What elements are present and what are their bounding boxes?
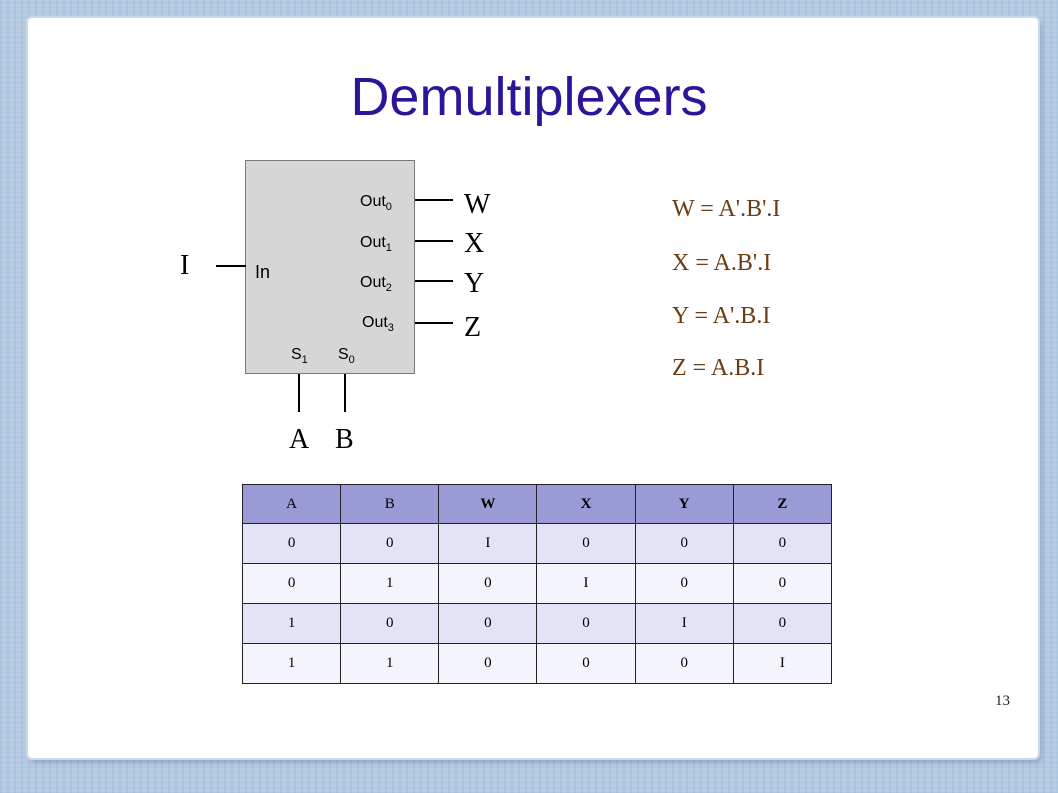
table-cell: I — [438, 523, 538, 564]
equation-y: Y = A'.B.I — [672, 303, 771, 329]
output-label-1: Out1 — [360, 234, 392, 255]
table-cell: 0 — [438, 603, 538, 644]
table-cell: 0 — [438, 643, 538, 684]
equation-x: X = A.B'.I — [672, 250, 772, 276]
table-cell: 1 — [340, 563, 440, 604]
table-row: 1 1 0 0 0 I — [241, 643, 833, 684]
output-pin-0 — [415, 199, 453, 201]
output-label-2: Out2 — [360, 274, 392, 295]
select-label-1: S1 — [291, 346, 308, 367]
table-cell: 0 — [634, 643, 734, 684]
demux-block: Out0 Out1 Out2 Out3 In S1 S0 — [245, 160, 415, 374]
table-cell: 0 — [438, 563, 538, 604]
signal-output-w: W — [464, 189, 491, 220]
output-label-0: Out0 — [360, 193, 392, 214]
signal-output-y: Y — [464, 268, 485, 299]
table-cell: 1 — [340, 643, 440, 684]
select-label-0: S0 — [338, 346, 355, 367]
table-cell: 0 — [536, 603, 636, 644]
table-cell: 1 — [241, 643, 342, 684]
table-cell: 0 — [732, 523, 833, 564]
equation-w: W = A'.B'.I — [672, 196, 781, 222]
slide-title: Demultiplexers — [350, 67, 708, 127]
signal-output-x: X — [464, 228, 485, 259]
table-header: A — [241, 484, 342, 524]
select-pin-0 — [344, 374, 346, 412]
table-cell: I — [732, 643, 833, 684]
table-cell: 0 — [536, 523, 636, 564]
table-header: X — [536, 484, 636, 524]
table-cell: 0 — [732, 563, 833, 604]
table-cell: 0 — [241, 523, 342, 564]
table-header: Z — [732, 484, 833, 524]
select-pin-1 — [298, 374, 300, 412]
signal-input: I — [180, 250, 190, 281]
signal-output-z: Z — [464, 312, 482, 343]
table-row: 0 0 I 0 0 0 — [241, 523, 833, 564]
input-pin — [216, 265, 246, 267]
signal-select-b: B — [335, 424, 354, 455]
table-header: W — [438, 484, 538, 524]
page-number: 13 — [995, 693, 1010, 709]
table-cell: 0 — [634, 523, 734, 564]
table-cell: I — [536, 563, 636, 604]
table-header: B — [340, 484, 440, 524]
table-cell: 0 — [241, 563, 342, 604]
output-pin-1 — [415, 240, 453, 242]
input-label: In — [255, 262, 271, 282]
table-row: 1 0 0 0 I 0 — [241, 603, 833, 644]
truth-table: A B W X Y Z 0 0 I 0 0 0 0 1 0 I 0 0 1 0 … — [241, 484, 833, 684]
output-pin-2 — [415, 280, 453, 282]
table-header-row: A B W X Y Z — [241, 484, 833, 524]
table-cell: 0 — [340, 523, 440, 564]
table-header: Y — [634, 484, 734, 524]
table-cell: 0 — [340, 603, 440, 644]
output-pin-3 — [415, 322, 453, 324]
equation-z: Z = A.B.I — [672, 355, 765, 381]
table-cell: 0 — [634, 563, 734, 604]
output-label-3: Out3 — [362, 314, 394, 335]
table-cell: 1 — [241, 603, 342, 644]
table-cell: 0 — [732, 603, 833, 644]
table-cell: I — [634, 603, 734, 644]
table-cell: 0 — [536, 643, 636, 684]
signal-select-a: A — [289, 424, 310, 455]
table-row: 0 1 0 I 0 0 — [241, 563, 833, 604]
